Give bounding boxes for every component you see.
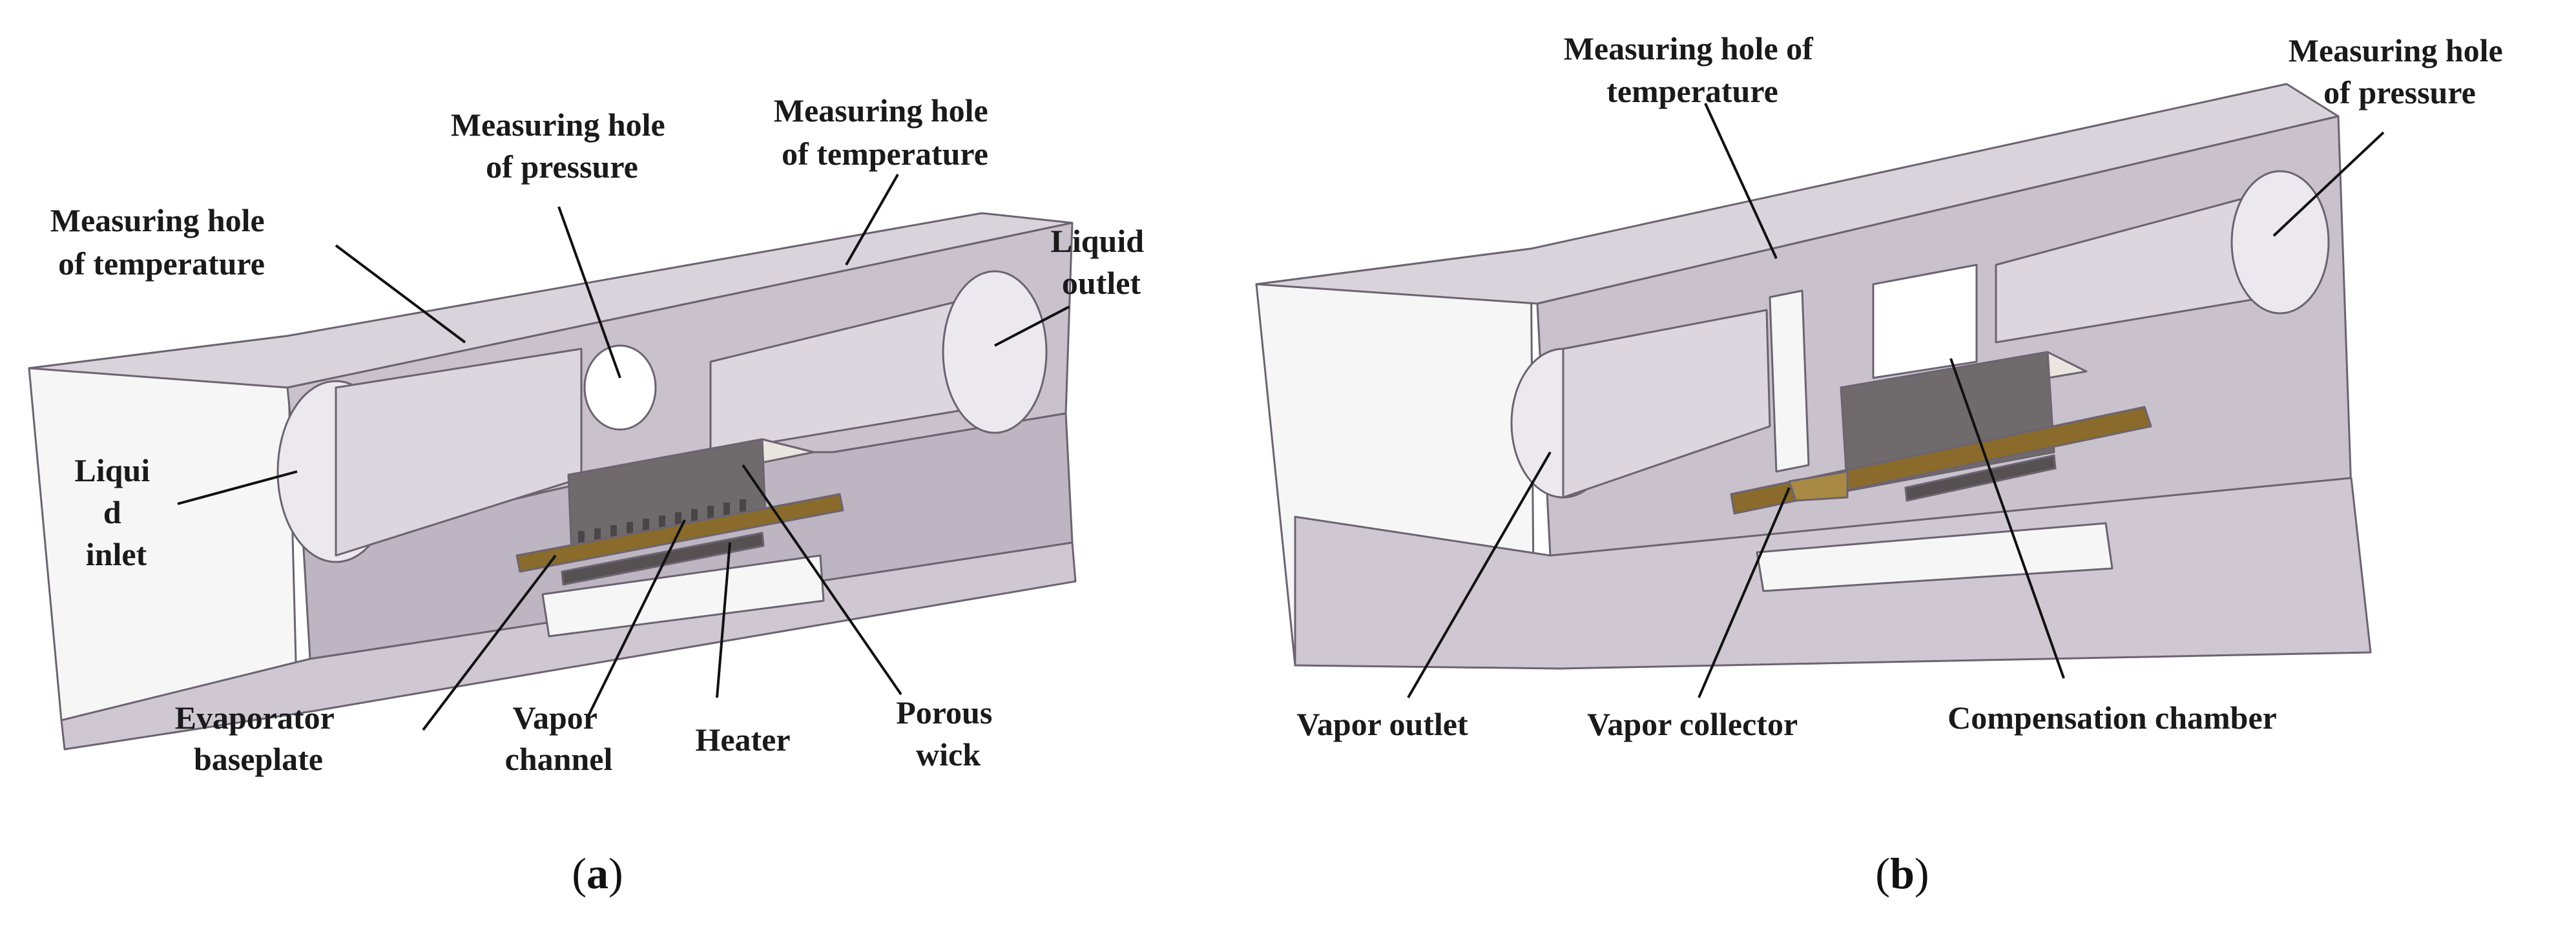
vapor-outlet-bore-tube-b: [1562, 309, 1771, 499]
label-liquid-inlet-a: Liqui d inlet: [74, 452, 158, 572]
label-line: of pressure: [2323, 74, 2476, 110]
end-block-white-a: [28, 335, 298, 722]
pressure-bore-end-b: [2230, 170, 2330, 315]
vapor-channel-teeth-a: [578, 499, 746, 545]
label-line: of pressure: [486, 149, 638, 185]
label-measuring-pressure-b: Measuring hole of pressure: [2289, 32, 2511, 110]
caption-letter-b: b: [1890, 849, 1915, 898]
label-liquid-outlet-a: Liquid outlet: [1050, 223, 1152, 301]
top-face-b: [1255, 83, 2340, 305]
heater-b: [1904, 454, 2057, 502]
leader-lines-b: [1407, 103, 2385, 699]
label-line: Vapor collector: [1587, 706, 1798, 742]
label-line: temperature: [1606, 73, 1778, 109]
label-line: Measuring hole: [2289, 32, 2503, 68]
outlet-bore-end-a: [942, 270, 1048, 434]
label-line: Measuring hole of: [1564, 30, 1814, 67]
label-heater-a: Heater: [695, 722, 790, 758]
evaporator-model-a: [28, 212, 1077, 751]
label-vapor-outlet-b: Vapor outlet: [1296, 706, 1468, 742]
label-measuring-temp-left-a: Measuring hole of temperature: [50, 202, 273, 282]
heater-a: [561, 532, 765, 586]
label-line: Liqui: [74, 452, 150, 488]
label-measuring-pressure-a: Measuring hole of pressure: [451, 107, 673, 185]
label-line: Evaporator: [175, 700, 335, 736]
label-line: inlet: [86, 536, 147, 572]
label-line: d: [103, 494, 121, 530]
label-line: Measuring hole: [774, 92, 988, 129]
caption-b: (b): [1875, 849, 1929, 898]
bottom-channel-b: [1756, 522, 2114, 592]
leader-lines-a: [177, 174, 1070, 731]
evaporator-baseplate-a: [515, 493, 844, 573]
label-line: of temperature: [58, 245, 265, 282]
panel-b: Measuring hole of temperature Measuring …: [1255, 30, 2511, 898]
label-line: Compensation chamber: [1948, 700, 2277, 736]
label-line: Porous: [896, 694, 992, 731]
label-measuring-temp-right-a: Measuring hole of temperature: [774, 92, 996, 172]
label-line: Heater: [695, 722, 790, 758]
label-line: outlet: [1062, 265, 1141, 301]
label-vapor-collector-b: Vapor collector: [1587, 706, 1798, 742]
label-line: Liquid: [1050, 223, 1144, 259]
label-line: Measuring hole: [451, 107, 665, 143]
caption-letter-a: a: [587, 849, 608, 898]
measuring-slot-b: [1769, 289, 1810, 473]
label-line: Vapor outlet: [1296, 706, 1468, 742]
label-line: of temperature: [782, 136, 988, 172]
vapor-collector-b: [1788, 470, 1849, 502]
top-face-a: [28, 212, 1074, 389]
compensation-chamber-opening-b: [1872, 264, 1978, 379]
label-evaporator-baseplate-a: Evaporator baseplate: [175, 700, 342, 777]
evaporator-model-b: [1255, 83, 2372, 670]
label-line: Vapor: [512, 700, 597, 736]
label-measuring-temp-b: Measuring hole of temperature: [1564, 30, 1822, 109]
label-vapor-channel-a: Vapor channel: [505, 700, 613, 777]
label-compensation-chamber-b: Compensation chamber: [1948, 700, 2277, 736]
label-line: Measuring hole: [50, 202, 265, 238]
caption-a: (a): [572, 849, 623, 898]
label-line: wick: [916, 736, 981, 773]
label-porous-wick-a: Porous wick: [896, 694, 1001, 773]
label-line: channel: [505, 741, 613, 777]
panel-a: Measuring hole of temperature Measuring …: [28, 92, 1152, 898]
label-line: baseplate: [194, 741, 323, 777]
pressure-hole-a: [583, 344, 657, 431]
